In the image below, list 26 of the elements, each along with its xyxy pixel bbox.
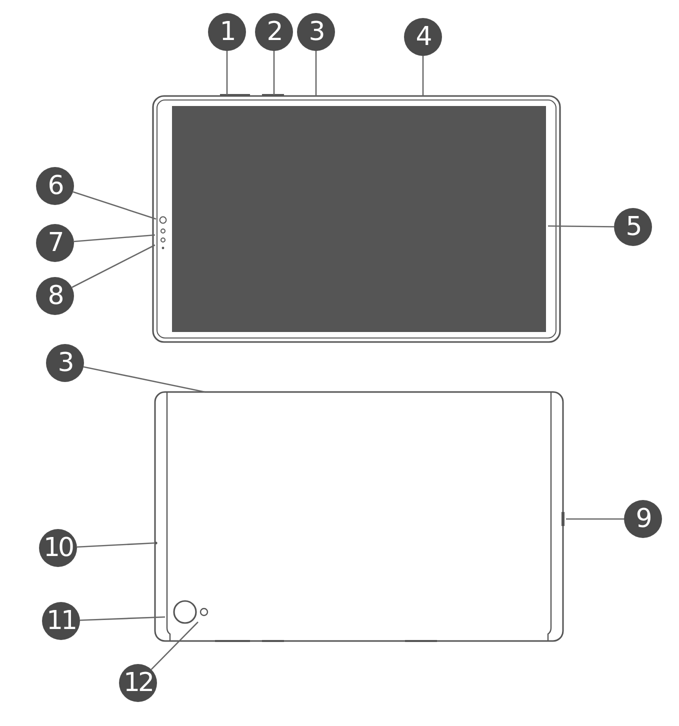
leader-line [548,225,614,228]
leader-line [273,51,275,95]
leader-line [83,366,206,393]
callout-number: 3 [297,13,335,51]
leader-line [74,234,156,242]
callout-number: 7 [36,224,74,262]
callout-number: 6 [36,167,74,205]
leader-line [226,51,228,95]
leader-line [422,56,424,96]
leader-line [72,244,156,288]
callout-number: 10 [39,529,77,567]
callout-number: 5 [614,208,652,246]
callout-number: 8 [36,277,74,315]
leader-line [566,518,624,520]
callout-number: 11 [42,602,80,640]
leader-line [80,616,166,621]
callout-number: 2 [255,13,293,51]
callout-number: 4 [404,18,442,56]
callout-number: 9 [624,500,662,538]
leader-line [150,622,198,670]
leader-line [72,191,156,220]
leader-line [315,51,317,96]
callout-number: 1 [208,13,246,51]
leader-line [76,542,156,548]
callout-number: 3 [46,344,84,382]
callout-number: 12 [119,664,157,702]
